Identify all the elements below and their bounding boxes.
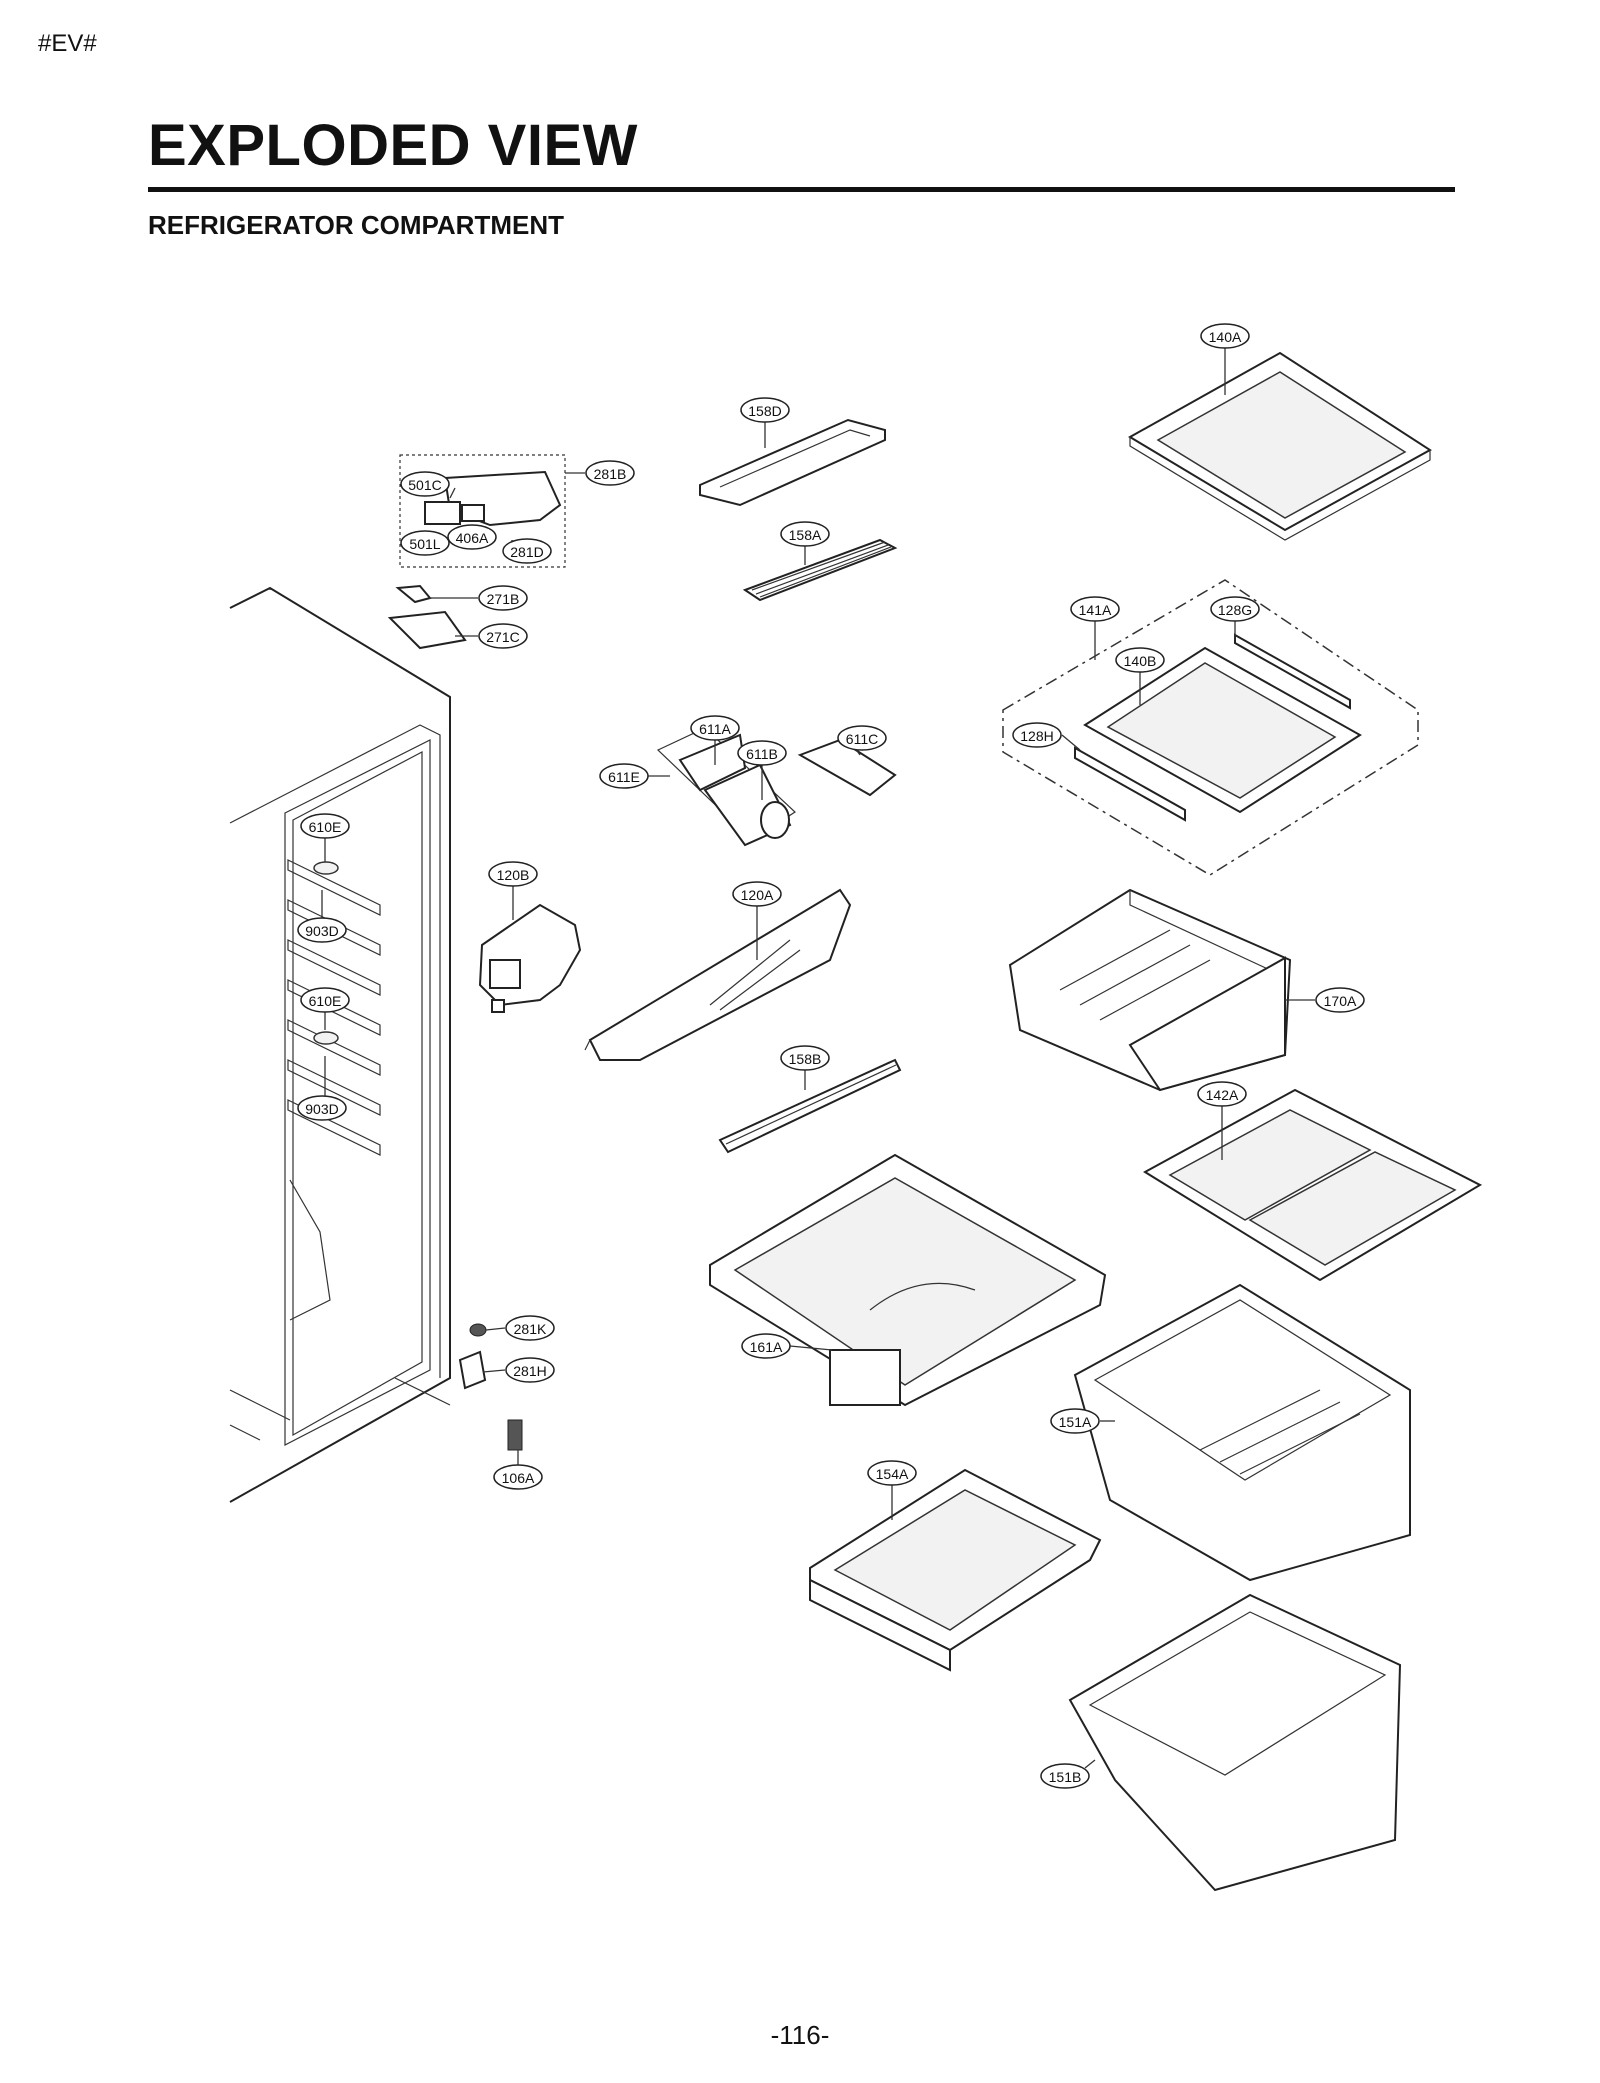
callout-161A: 161A (741, 1333, 791, 1359)
callout-142A: 142A (1197, 1081, 1247, 1107)
svg-text:151A: 151A (1059, 1414, 1092, 1430)
callout-158B: 158B (780, 1045, 830, 1071)
callout-158A: 158A (780, 521, 830, 547)
title-rule (148, 187, 1455, 192)
callout-903D-1: 903D (297, 917, 347, 943)
callout-611A: 611A (690, 715, 740, 741)
page-subtitle: REFRIGERATOR COMPARTMENT (148, 210, 564, 240)
svg-text:142A: 142A (1206, 1087, 1239, 1103)
callout-140B: 140B (1115, 647, 1165, 673)
callout-611E: 611E (599, 763, 649, 789)
shelf-142A (1143, 1088, 1483, 1282)
crisper-151A (1073, 1283, 1411, 1582)
callout-120B: 120B (488, 861, 538, 887)
svg-text:501L: 501L (409, 536, 440, 552)
svg-text:610E: 610E (309, 819, 342, 835)
svg-text:903D: 903D (305, 923, 338, 939)
svg-text:611A: 611A (699, 721, 731, 737)
svg-text:281H: 281H (513, 1363, 546, 1379)
callout-128H: 128H (1012, 722, 1062, 748)
svg-text:281B: 281B (594, 466, 627, 482)
cover-158D (699, 418, 886, 507)
callout-281B: 281B (585, 460, 635, 486)
callout-128G: 128G (1210, 596, 1260, 622)
callout-158D: 158D (740, 397, 790, 423)
shelf-assembly-141A (1002, 579, 1419, 876)
callout-501C: 501C (400, 471, 450, 497)
callout-281K: 281K (505, 1315, 555, 1341)
drawer-170A (1008, 888, 1292, 1092)
shelf-154A (809, 1468, 1102, 1672)
svg-text:271B: 271B (487, 591, 520, 607)
callout-141A: 141A (1070, 596, 1120, 622)
svg-text:903D: 903D (305, 1101, 338, 1117)
svg-text:501C: 501C (408, 477, 441, 493)
callout-610E-2: 610E (300, 987, 350, 1013)
callout-611C: 611C (837, 725, 887, 751)
callout-140A: 140A (1200, 323, 1250, 349)
housing-120B (478, 903, 582, 1013)
svg-text:106A: 106A (502, 1470, 535, 1486)
callout-501L: 501L (400, 530, 450, 556)
grille-158A (742, 538, 898, 602)
svg-text:158D: 158D (748, 403, 781, 419)
duct-120A (584, 888, 852, 1061)
callout-120A: 120A (732, 881, 782, 907)
page-title: EXPLODED VIEW (148, 113, 638, 178)
svg-text:158B: 158B (789, 1051, 822, 1067)
svg-text:140A: 140A (1209, 329, 1242, 345)
callout-151B: 151B (1040, 1763, 1090, 1789)
callout-106A: 106A (493, 1464, 543, 1490)
callout-151A: 151A (1050, 1408, 1100, 1434)
callout-271C: 271C (478, 623, 528, 649)
callout-170A: 170A (1315, 987, 1365, 1013)
svg-text:140B: 140B (1124, 653, 1157, 669)
svg-text:161A: 161A (750, 1339, 783, 1355)
svg-text:141A: 141A (1079, 602, 1112, 618)
svg-text:170A: 170A (1324, 993, 1357, 1009)
svg-text:406A: 406A (456, 530, 489, 546)
callout-281H: 281H (505, 1357, 555, 1383)
svg-text:120A: 120A (741, 887, 774, 903)
callout-406A: 406A (447, 524, 497, 550)
door-bins (287, 859, 381, 1156)
svg-text:128G: 128G (1218, 602, 1252, 618)
callout-154A: 154A (867, 1460, 917, 1486)
svg-text:120B: 120B (497, 867, 530, 883)
svg-text:281K: 281K (514, 1321, 547, 1337)
svg-text:128H: 128H (1020, 728, 1053, 744)
page-number: -116- (770, 2020, 830, 2050)
crisper-151B (1068, 1593, 1402, 1892)
shelf-161A (709, 1153, 1107, 1407)
svg-text:610E: 610E (309, 993, 342, 1009)
hinge-hardware (458, 1323, 523, 1451)
shelf-140A (1128, 351, 1432, 541)
filter-assembly-611 (656, 727, 897, 847)
rail-158B (718, 1058, 902, 1154)
callout-610E-1: 610E (300, 813, 350, 839)
svg-text:158A: 158A (789, 527, 822, 543)
svg-text:611C: 611C (846, 731, 878, 747)
svg-text:154A: 154A (876, 1466, 909, 1482)
callout-281D: 281D (502, 538, 552, 564)
svg-text:611E: 611E (608, 769, 640, 785)
svg-text:271C: 271C (486, 629, 519, 645)
document-tag: #EV# (38, 30, 97, 57)
callout-611B: 611B (737, 740, 787, 766)
callout-903D-2: 903D (297, 1095, 347, 1121)
callout-271B: 271B (478, 585, 528, 611)
svg-text:151B: 151B (1049, 1769, 1082, 1785)
svg-text:611B: 611B (746, 746, 778, 762)
svg-text:281D: 281D (510, 544, 543, 560)
module-281B (399, 454, 566, 568)
leader-lines (321, 342, 1315, 1769)
bracket-271 (387, 584, 467, 650)
